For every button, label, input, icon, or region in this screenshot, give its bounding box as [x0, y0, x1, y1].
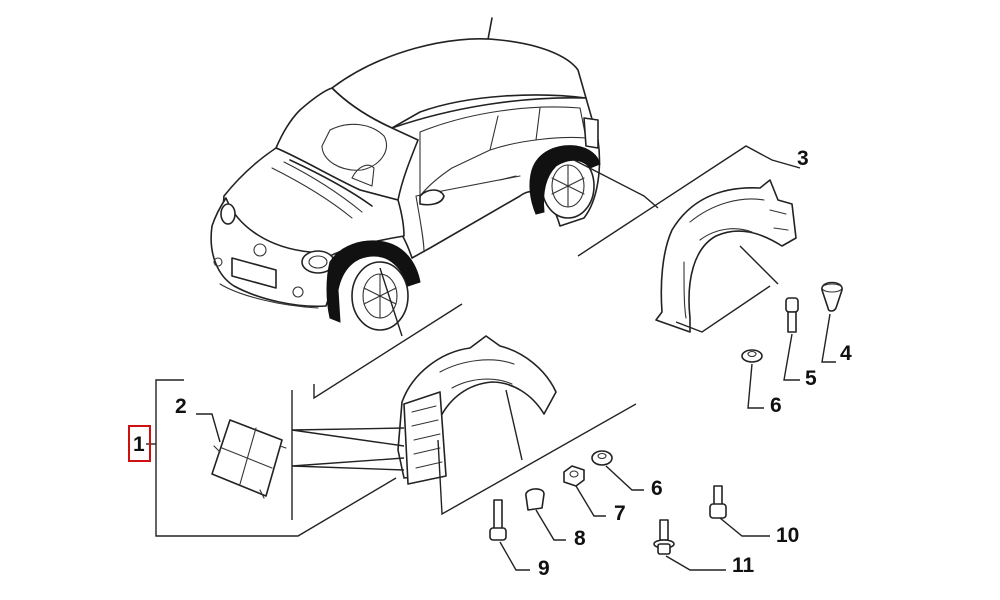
bolt-9-part [489, 499, 507, 541]
callout-2: 2 [175, 395, 187, 418]
callout-5: 5 [805, 367, 817, 390]
callout-10: 10 [776, 524, 799, 547]
nut-7-part [563, 465, 585, 487]
callout-6-upper: 6 [770, 394, 782, 417]
callout-11: 11 [732, 554, 755, 577]
callout-3: 3 [797, 147, 809, 170]
callout-7: 7 [614, 502, 626, 525]
plug-8-part [525, 488, 545, 511]
splash-panel-part [211, 419, 287, 499]
front-wheel-arch-liner-highlight [326, 240, 421, 323]
callout-6-lower: 6 [651, 477, 663, 500]
push-clip-part [821, 281, 843, 312]
bolt-11-part [653, 519, 675, 555]
car-illustration [210, 17, 601, 331]
nut-6-lower-part [591, 450, 613, 466]
group-1-bracket [155, 379, 397, 537]
callout-8: 8 [574, 527, 586, 550]
callout-9: 9 [538, 557, 550, 580]
callout-1-highlight-box [128, 425, 151, 462]
front-wheel-arch-liner-part [397, 335, 557, 485]
bolt-10-part [709, 485, 727, 519]
screw-5-part [785, 297, 799, 333]
callout-1: 1 [133, 433, 145, 456]
nut-6-upper-part [741, 349, 763, 363]
callout-4: 4 [840, 342, 852, 365]
rear-wheel-arch-liner-part [655, 179, 797, 333]
